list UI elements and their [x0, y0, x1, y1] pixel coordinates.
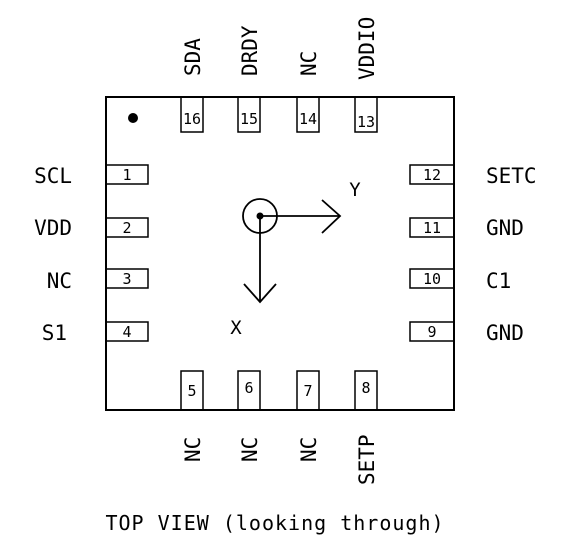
pin-pad-16: [180, 96, 204, 133]
pin-pad-10: [409, 268, 455, 289]
right-pins: 12 11 10 9 SETC GND C1 GND: [409, 164, 537, 345]
y-axis-arrowhead: [321, 199, 342, 234]
axis-indicator: Y X: [230, 179, 361, 339]
pin-label-vddio: VDDIO: [355, 17, 379, 80]
pin-pad-3: [105, 268, 149, 289]
pin-number-12: 12: [423, 166, 441, 184]
pin-pad-13: [354, 96, 378, 133]
pin-pad-15: [237, 96, 261, 133]
pin-label-nc-14: NC: [297, 51, 321, 76]
pin-label-c1: C1: [486, 269, 511, 293]
pin-label-scl: SCL: [34, 164, 72, 188]
pin-pad-2: [105, 217, 149, 238]
pin-number-15: 15: [240, 110, 258, 128]
pin-label-setp: SETP: [355, 434, 379, 485]
pin-pad-12: [409, 164, 455, 185]
left-pins: 1 2 3 4 SCL VDD NC S1: [34, 164, 149, 345]
pin-label-drdy: DRDY: [238, 25, 262, 76]
pin-number-5: 5: [187, 382, 196, 400]
pin-number-9: 9: [427, 323, 436, 341]
pin-label-gnd-9: GND: [486, 321, 524, 345]
pin-number-14: 14: [299, 110, 317, 128]
pin-number-8: 8: [361, 379, 370, 397]
x-axis-arrowhead: [243, 283, 277, 304]
x-axis-label: X: [230, 317, 242, 339]
pin-label-vdd: VDD: [34, 216, 72, 240]
pin-label-setc: SETC: [486, 164, 537, 188]
pin-number-1: 1: [122, 166, 131, 184]
pin-number-4: 4: [122, 323, 131, 341]
pin-pad-7: [296, 370, 320, 411]
pin-number-7: 7: [303, 382, 312, 400]
pin-number-10: 10: [423, 270, 441, 288]
pin-label-gnd-11: GND: [486, 216, 524, 240]
pin-pad-14: [296, 96, 320, 133]
pin-label-s1: S1: [42, 321, 67, 345]
pin-number-3: 3: [122, 270, 131, 288]
pin-label-sda: SDA: [181, 38, 205, 76]
pin-pad-5: [180, 370, 204, 411]
pin-pad-8: [354, 370, 378, 411]
pin-pad-1: [105, 164, 149, 185]
pin-number-2: 2: [122, 219, 131, 237]
pin-pad-6: [237, 370, 261, 411]
pin-number-11: 11: [423, 219, 441, 237]
pin-pad-11: [409, 217, 455, 238]
pin-label-nc-7: NC: [297, 437, 321, 462]
pin-number-6: 6: [244, 379, 253, 397]
pin-number-13: 13: [357, 113, 375, 131]
pin-pad-4: [105, 321, 149, 342]
pin-pad-9: [409, 321, 455, 342]
diagram-caption: TOP VIEW (looking through): [105, 511, 444, 535]
pin-label-nc-6: NC: [238, 437, 262, 462]
y-axis-label: Y: [349, 179, 361, 201]
pin-label-nc-3: NC: [47, 269, 72, 293]
bottom-pins: 5 6 7 8 NC NC NC SETP: [180, 370, 379, 485]
package-outline: [105, 96, 455, 411]
pin-label-nc-5: NC: [181, 437, 205, 462]
pin1-marker-dot: [128, 113, 138, 123]
top-pins: 16 15 14 13 SDA DRDY NC VDDIO: [180, 17, 379, 133]
pin-number-16: 16: [183, 110, 201, 128]
